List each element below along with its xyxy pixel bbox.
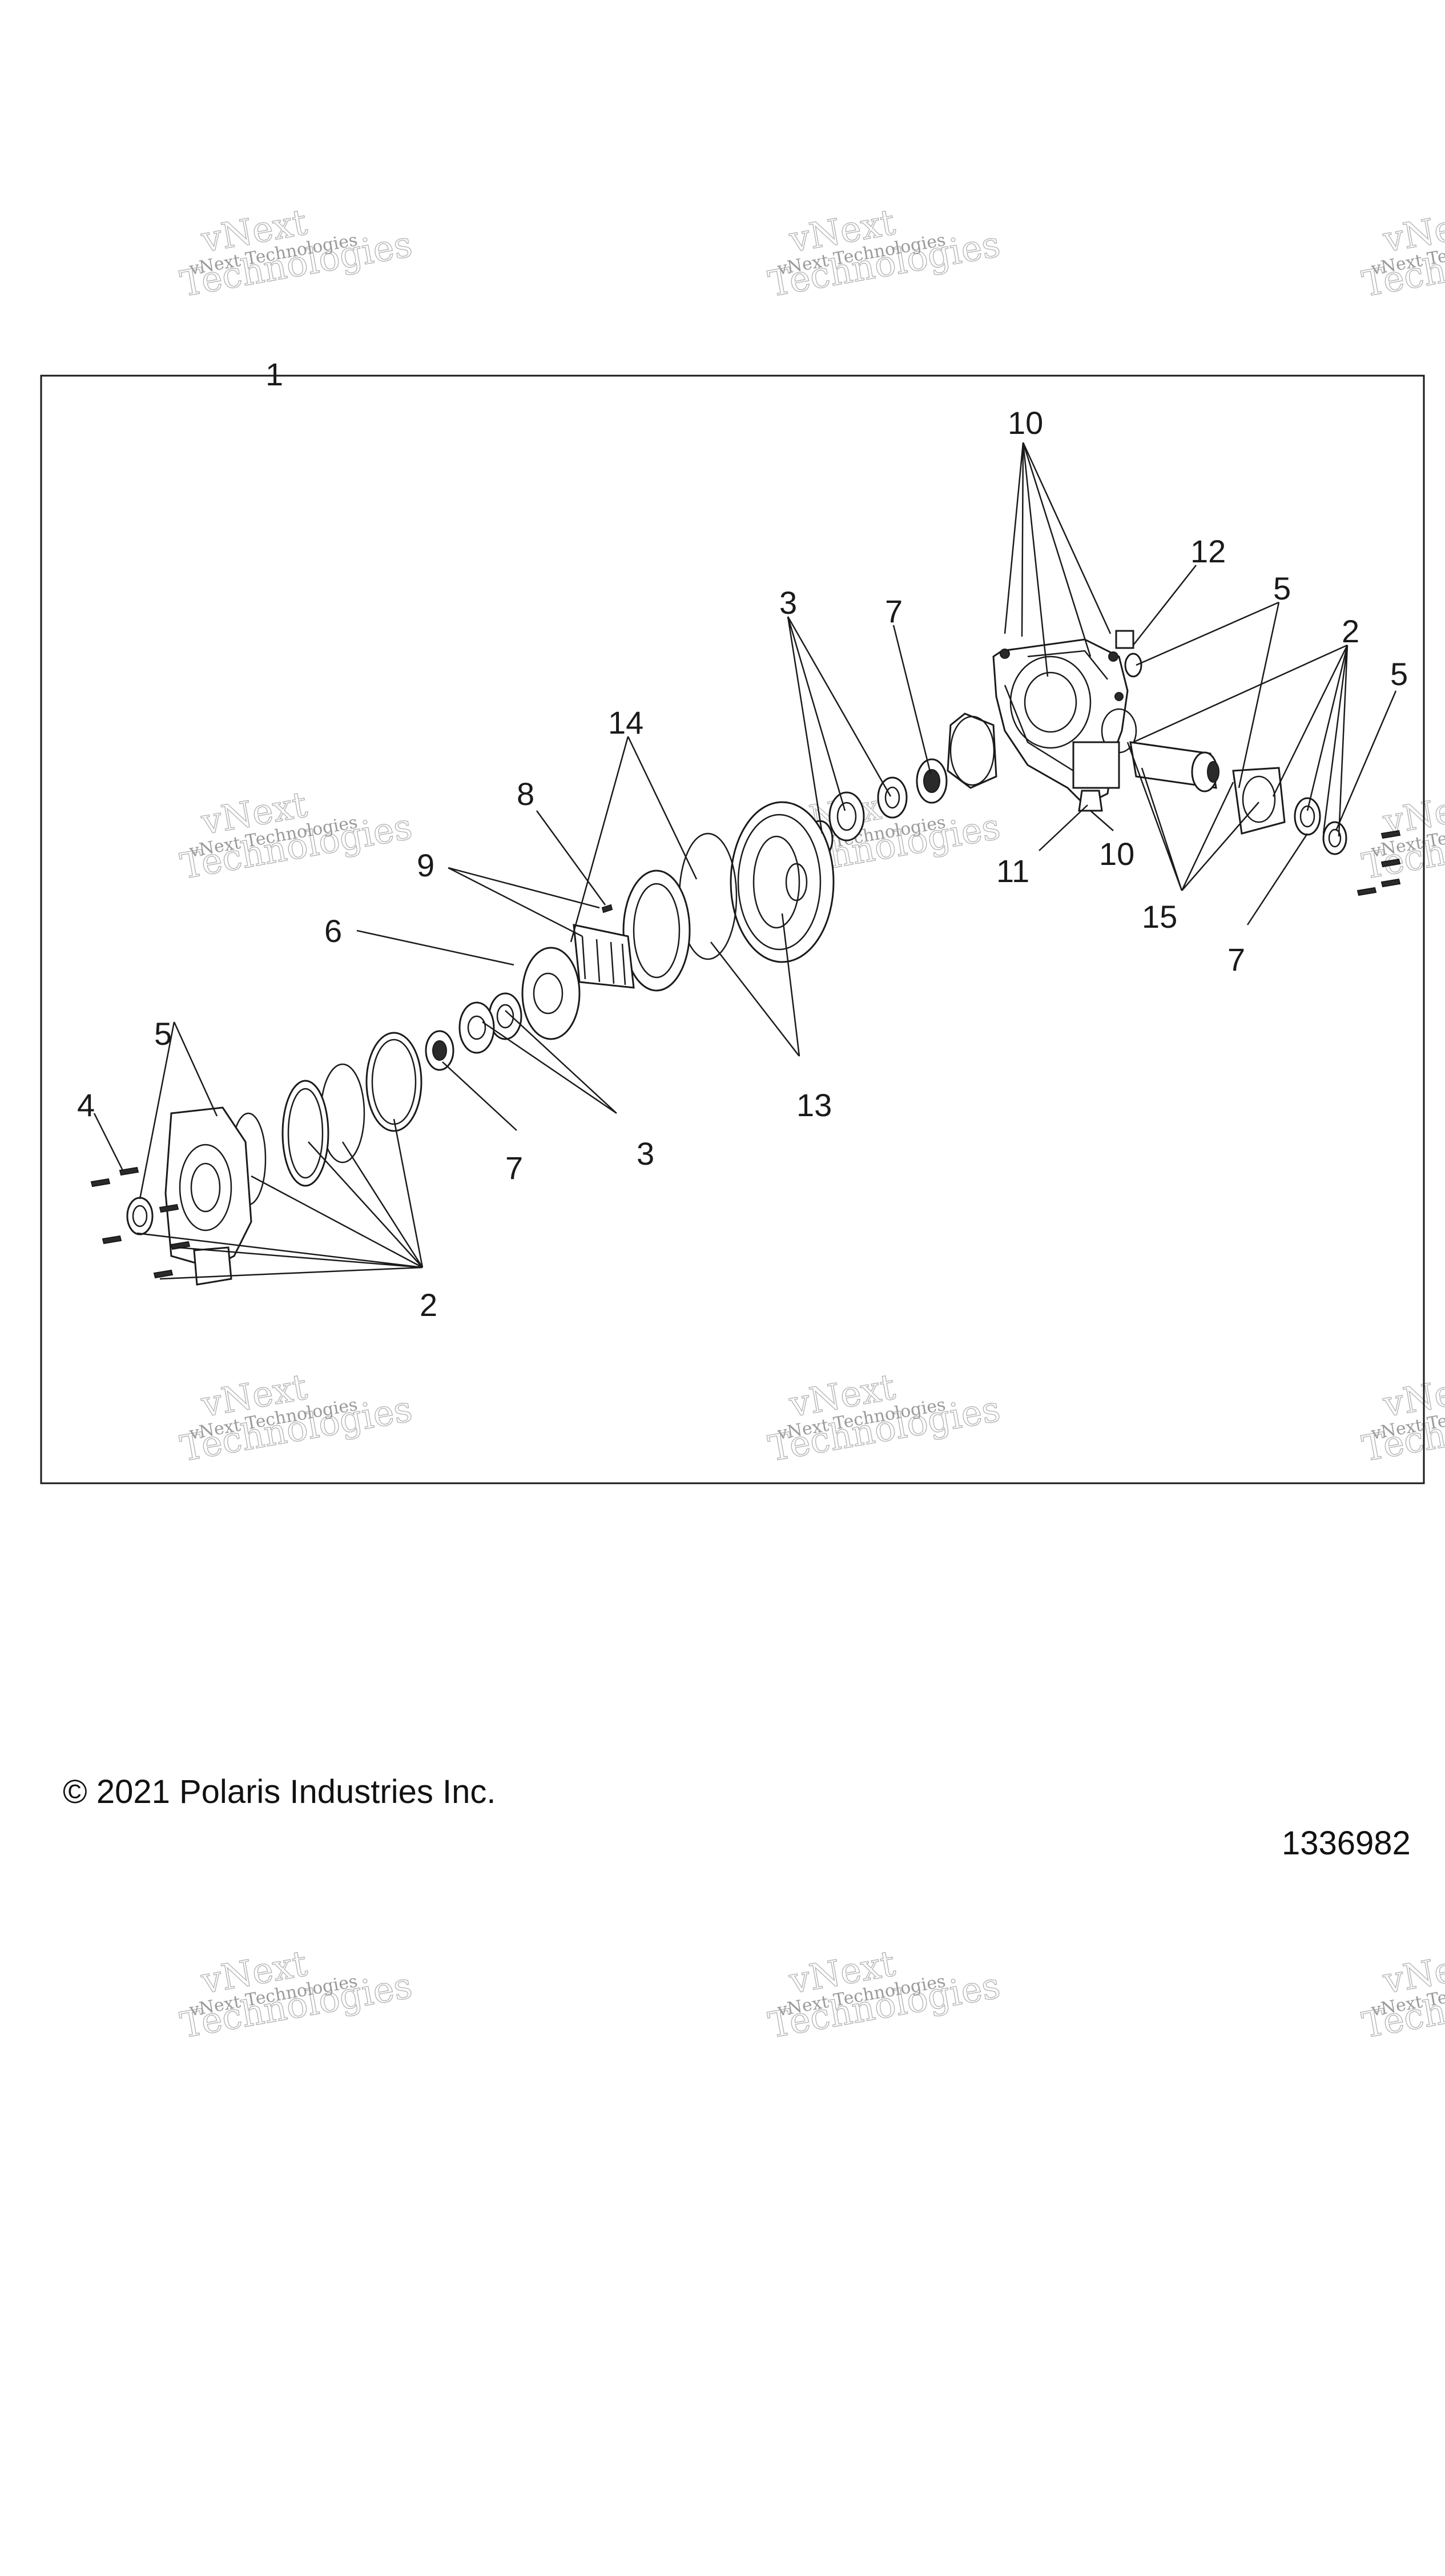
left-bolts	[90, 1166, 191, 1279]
left-cover	[164, 1106, 252, 1286]
leader-lines	[93, 442, 1397, 1280]
callout-label: 10	[1008, 405, 1043, 441]
callout-label: 15	[1142, 899, 1177, 935]
vent-fitting	[1115, 630, 1134, 649]
main-housing	[992, 638, 1137, 806]
callout-label: 5	[1390, 656, 1408, 692]
ring-gear	[730, 801, 835, 963]
callouts: 1 10 12 5 2 5 3 7 14 8 9 6 3 7 13 11 10 …	[77, 356, 1408, 1323]
callout-label: 10	[1099, 836, 1134, 872]
callout-label: 5	[1273, 570, 1291, 606]
left-bearings	[425, 992, 522, 1071]
thrust-rings	[622, 832, 738, 992]
diagram-frame	[40, 375, 1425, 1484]
callout-label: 7	[885, 593, 903, 629]
callout-label: 4	[77, 1087, 95, 1123]
callout-label: 11	[996, 853, 1029, 889]
callout-assembly: 1	[265, 356, 283, 392]
callout-label: 7	[505, 1150, 523, 1186]
left-seal	[126, 1197, 154, 1235]
copyright-text: © 2021 Polaris Industries Inc.	[63, 1773, 496, 1810]
roller-cage	[573, 904, 635, 989]
output-shaft	[1129, 741, 1219, 792]
drain-plug	[1078, 790, 1103, 812]
drawing-number: 1336982	[1282, 1825, 1411, 1862]
callout-label: 2	[420, 1287, 437, 1323]
callout-label: 3	[779, 585, 797, 621]
callout-label: 14	[608, 705, 643, 740]
callout-label: 7	[1227, 941, 1245, 977]
right-bolts	[1357, 830, 1401, 896]
housing-ring	[947, 713, 997, 789]
callout-label: 12	[1190, 533, 1226, 569]
callout-label: 6	[324, 913, 342, 949]
right-seals	[1124, 653, 1347, 855]
callout-label: 8	[517, 776, 534, 812]
left-rings	[230, 1032, 422, 1206]
callout-label: 5	[154, 1016, 172, 1052]
callout-label: 3	[637, 1136, 654, 1172]
callout-label: 13	[796, 1087, 832, 1123]
cover-plate	[521, 947, 581, 1040]
callout-label: 9	[417, 847, 434, 883]
callout-label: 2	[1342, 613, 1359, 649]
